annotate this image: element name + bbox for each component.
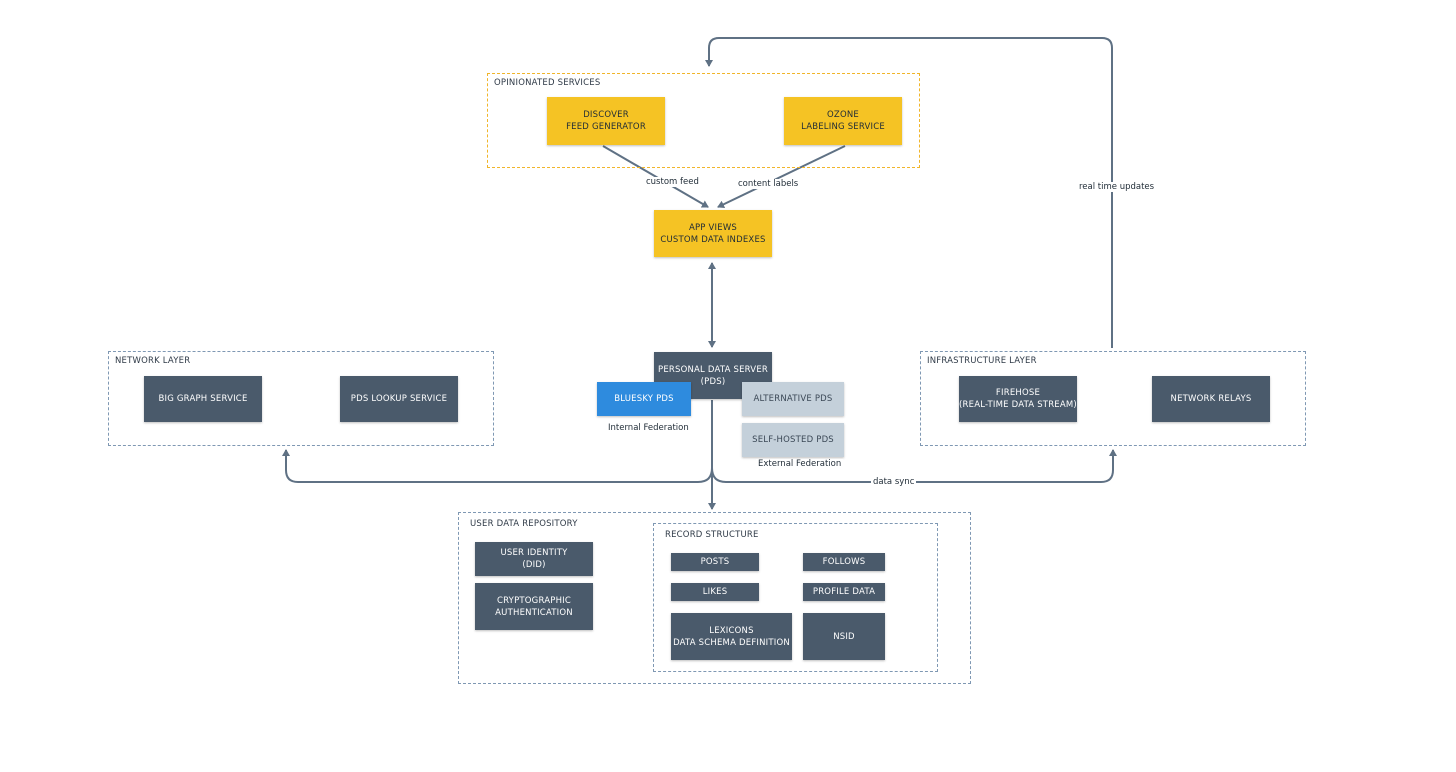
- alternative-pds-node: ALTERNATIVE PDS: [742, 382, 844, 416]
- cryptographic-authentication-node: CRYPTOGRAPHIC AUTHENTICATION: [475, 583, 593, 630]
- discover-feed-generator-node: DISCOVER FEED GENERATOR: [547, 97, 665, 145]
- likes-node: LIKES: [671, 583, 759, 601]
- network-layer-group: NETWORK LAYER: [108, 351, 494, 446]
- firehose-node: FIREHOSE (REAL-TIME DATA STREAM): [959, 376, 1077, 422]
- custom-feed-label: custom feed: [644, 177, 701, 187]
- data-sync-label: data sync: [871, 477, 917, 487]
- ozone-labeling-service-node: OZONE LABELING SERVICE: [784, 97, 902, 145]
- profile-data-node: PROFILE DATA: [803, 583, 885, 601]
- real-time-updates-label: real time updates: [1077, 182, 1157, 192]
- external-federation-label: External Federation: [756, 459, 844, 469]
- edge-data-sync: [711, 449, 1117, 483]
- app-views-node: APP VIEWS CUSTOM DATA INDEXES: [654, 210, 772, 257]
- edge-ozone-appviews: [717, 145, 846, 209]
- big-graph-service-node: BIG GRAPH SERVICE: [144, 376, 262, 422]
- nsid-node: NSID: [803, 613, 885, 660]
- infrastructure-layer-group: INFRASTRUCTURE LAYER: [920, 351, 1306, 446]
- group-title: INFRASTRUCTURE LAYER: [927, 356, 1037, 366]
- pds-lookup-service-node: PDS LOOKUP SERVICE: [340, 376, 458, 422]
- lexicons-node: LEXICONS DATA SCHEMA DEFINITION: [671, 613, 792, 660]
- bluesky-pds-node: BLUESKY PDS: [597, 382, 691, 416]
- group-title: USER DATA REPOSITORY: [470, 519, 578, 529]
- edge-real-time-updates: [705, 37, 1113, 348]
- edge-discover-appviews: [602, 145, 709, 208]
- content-labels-label: content labels: [736, 179, 801, 189]
- self-hosted-pds-node: SELF-HOSTED PDS: [742, 423, 844, 457]
- posts-node: POSTS: [671, 553, 759, 571]
- network-relays-node: NETWORK RELAYS: [1152, 376, 1270, 422]
- user-identity-node: USER IDENTITY (DID): [475, 542, 593, 576]
- user-data-repository-group: USER DATA REPOSITORY: [458, 512, 971, 684]
- follows-node: FOLLOWS: [803, 553, 885, 571]
- group-title: NETWORK LAYER: [115, 356, 191, 366]
- record-structure-group: RECORD STRUCTURE: [653, 523, 938, 672]
- group-title: OPINIONATED SERVICES: [494, 78, 601, 88]
- internal-federation-label: Internal Federation: [606, 423, 691, 433]
- group-title: RECORD STRUCTURE: [665, 530, 759, 540]
- edge-to-network-layer: [282, 449, 713, 483]
- opinionated-services-group: OPINIONATED SERVICES: [487, 73, 920, 168]
